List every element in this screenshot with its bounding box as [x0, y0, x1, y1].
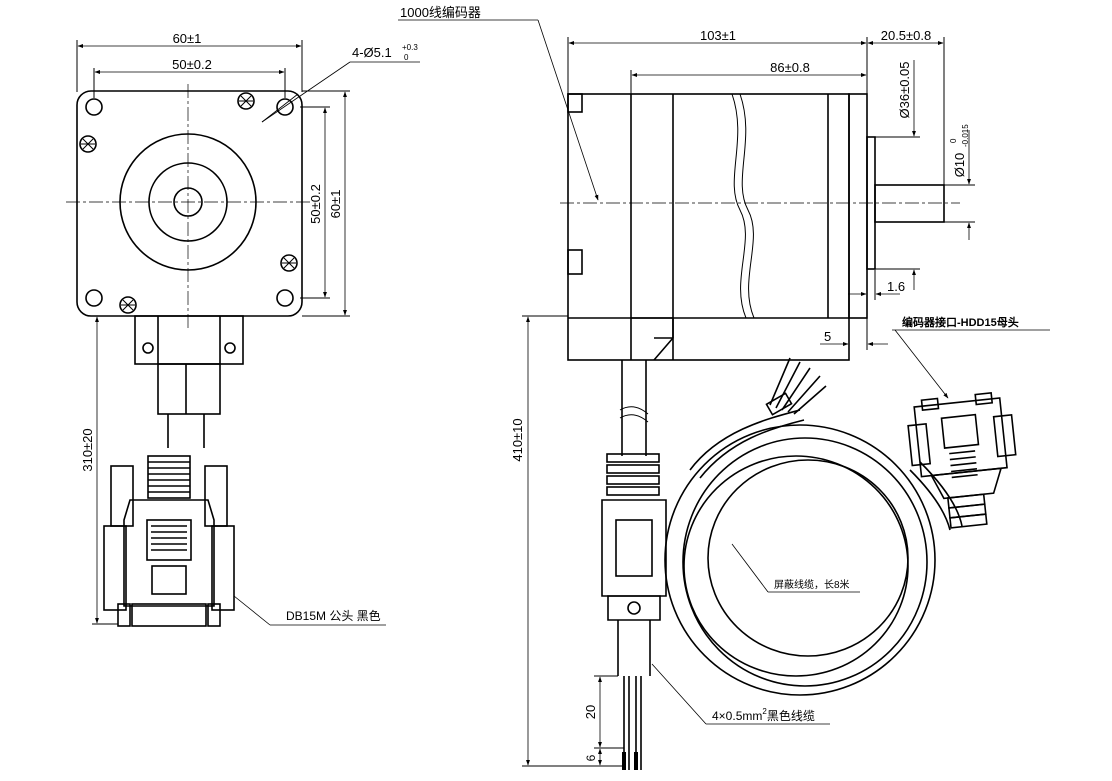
front-width-outer-label: 60±1 — [173, 31, 202, 46]
front-cable-block — [134, 315, 244, 448]
dim-front-height: 50±0.2 60±1 — [300, 90, 350, 317]
shaft — [560, 136, 960, 270]
power-wire-suffix: 黑色线缆 — [767, 709, 815, 723]
dim-total-length: 410±10 — [510, 315, 626, 767]
dim-wire-strip: 20 6 — [583, 675, 624, 766]
dim-pilot-depth: 1.6 — [848, 270, 905, 300]
front-cable-length-label: 310±20 — [80, 428, 95, 471]
dim-front-cable: 310±20 — [80, 315, 135, 625]
hdd15-connector — [907, 392, 1017, 529]
front-height-outer-label: 60±1 — [328, 190, 343, 219]
total-length-label: 410±10 — [510, 418, 525, 461]
hole-tol-upper: +0.3 — [402, 43, 418, 52]
side-cable — [601, 360, 667, 770]
mounting-holes — [85, 98, 294, 307]
screws — [79, 92, 298, 314]
db15m-callout: DB15M 公头 黑色 — [233, 595, 386, 626]
shaft-length-label: 20.5±0.8 — [881, 28, 932, 43]
mid-length-label: 86±0.8 — [770, 60, 810, 75]
dim-side-right: Ø36±0.05 Ø10 0 -0.015 — [875, 60, 975, 290]
front-view: 60±1 50±0.2 4-Ø5.1 +0.3 0 — [66, 31, 420, 627]
shield-callout: 屏蔽线缆，长8米 — [731, 543, 860, 593]
hole-callout: 4-Ø5.1 +0.3 0 — [261, 43, 420, 123]
front-flange — [76, 90, 303, 317]
shaft-tol-lower: -0.015 — [961, 124, 970, 147]
front-height-holes-label: 50±0.2 — [308, 184, 323, 224]
encoder-conn-label: 编码器接口-HDD15母头 — [902, 315, 1019, 329]
shield-label: 屏蔽线缆，长8米 — [774, 578, 850, 591]
svg-text:4×0.5mm2黑色线缆: 4×0.5mm2黑色线缆 — [712, 707, 815, 723]
flange-thk-label: 5 — [824, 329, 831, 344]
motor-body — [567, 93, 868, 361]
body-length-label: 103±1 — [700, 28, 736, 43]
front-width-holes-label: 50±0.2 — [172, 57, 212, 72]
dim-side-top: 103±1 20.5±0.8 86±0.8 — [567, 28, 945, 185]
dim-front-width-outer: 60±1 — [76, 31, 303, 92]
wire-tip-label: 6 — [584, 754, 598, 761]
wire-strip-label: 20 — [583, 705, 598, 719]
encoder-label: 1000线编码器 — [400, 5, 481, 20]
db15m-label: DB15M 公头 黑色 — [286, 609, 381, 623]
power-wire-callout: 4×0.5mm2黑色线缆 — [651, 663, 830, 725]
shaft-tol-upper: 0 — [949, 138, 958, 143]
hole-spec-label: 4-Ø5.1 — [352, 45, 392, 60]
pilot-dia-label: Ø36±0.05 — [897, 61, 912, 118]
hole-tol-lower: 0 — [404, 53, 409, 62]
encoder-conn-callout: 编码器接口-HDD15母头 — [892, 315, 1050, 399]
power-wire-sup: 2 — [762, 707, 767, 716]
side-view: 1000线编码器 103±1 20.5±0.8 86±0.8 — [398, 5, 1050, 770]
coiled-cable — [664, 357, 963, 696]
dim-front-width-holes: 50±0.2 — [93, 57, 286, 98]
pilot-depth-label: 1.6 — [887, 279, 905, 294]
db15m-connector — [103, 455, 235, 627]
shaft-dia-label: Ø10 — [952, 153, 967, 178]
power-wire-prefix: 4×0.5mm — [712, 709, 762, 723]
dim-flange: 5 — [820, 318, 888, 350]
